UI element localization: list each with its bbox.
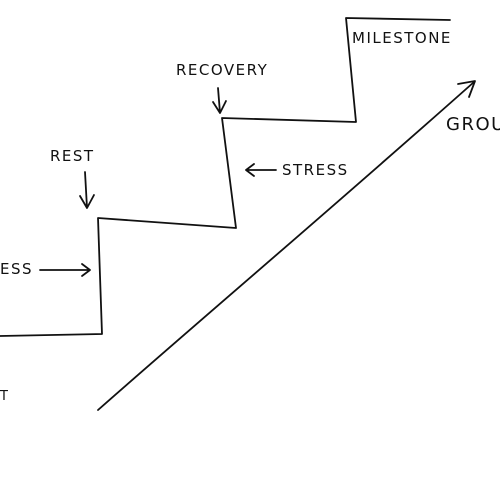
growth-arrow-line (97, 81, 475, 411)
staircase-line (0, 17, 451, 337)
stress-right-arrow (245, 163, 277, 177)
stress-right-label: STRESS (282, 161, 349, 179)
stress-left-arrow (39, 263, 91, 277)
recovery-arrow (212, 87, 227, 114)
rest-label: REST (50, 147, 95, 165)
stress-left-label: ESS (0, 260, 34, 278)
rest-arrow (79, 171, 95, 209)
recovery-label: RECOVERY (176, 61, 269, 79)
growth-arrow-head (457, 80, 476, 98)
bottom-left-label: T (0, 389, 10, 404)
growth-label: GROU (446, 114, 500, 135)
milestone-label: MILESTONE (352, 29, 452, 47)
